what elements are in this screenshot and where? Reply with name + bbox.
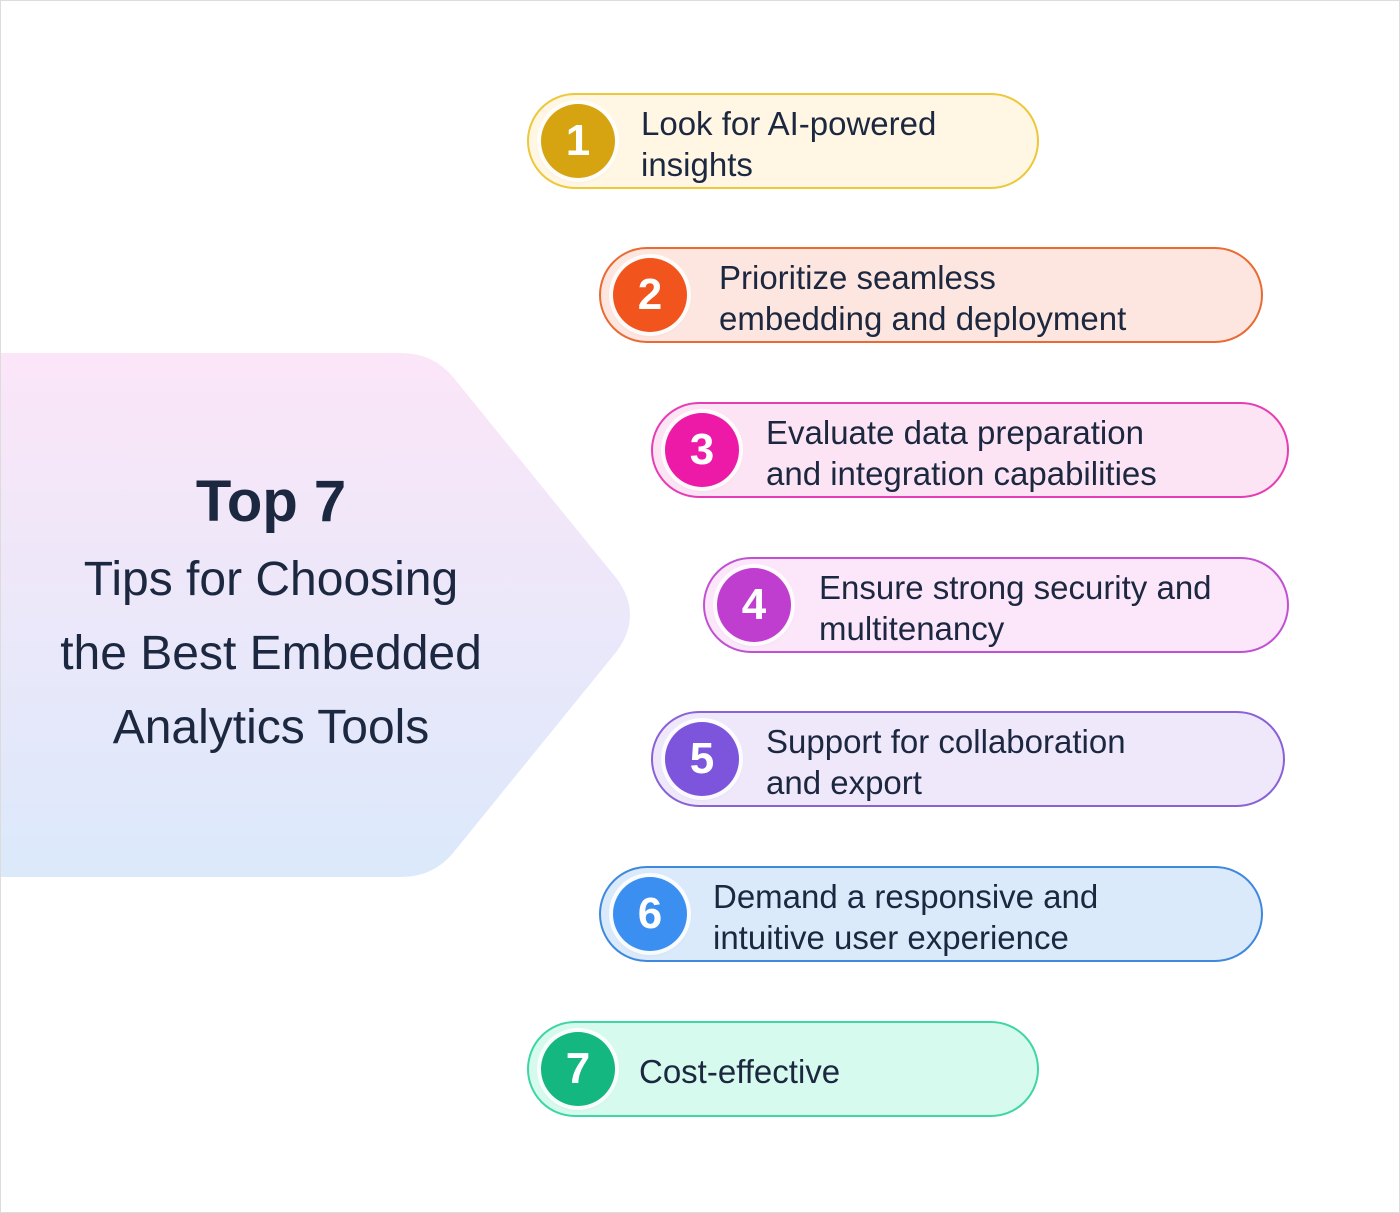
tip-text-5: Support for collaboration and export xyxy=(766,721,1126,803)
tip-text-2: Prioritize seamless embedding and deploy… xyxy=(719,257,1126,339)
tip-item-5: 5 Support for collaboration and export xyxy=(651,711,1285,807)
title-hexagon xyxy=(1,353,641,877)
tip-item-7: 7 Cost-effective xyxy=(527,1021,1039,1117)
tip-item-6: 6 Demand a responsive and intuitive user… xyxy=(599,866,1263,962)
number-badge-2: 2 xyxy=(613,258,687,332)
hexagon-fill xyxy=(1,353,630,877)
number-badge-3: 3 xyxy=(665,413,739,487)
subtitle-line-1: Tips for Choosing xyxy=(83,553,459,606)
number-badge-5: 5 xyxy=(665,722,739,796)
tip-text-4: Ensure strong security and multitenancy xyxy=(819,567,1212,649)
title-block: Top 7 Tips for Choosing the Best Embedde… xyxy=(1,353,541,877)
subtitle-line-2: the Best Embedded xyxy=(60,627,482,680)
tip-1-line-2: insights xyxy=(641,146,753,183)
hexagon-shape xyxy=(1,353,630,877)
tip-4-line-1: Ensure strong security and xyxy=(819,569,1212,606)
tip-text-6: Demand a responsive and intuitive user e… xyxy=(713,876,1098,958)
number-badge-1: 1 xyxy=(541,104,615,178)
tip-text-3: Evaluate data preparation and integratio… xyxy=(766,412,1157,494)
tip-5-line-1: Support for collaboration xyxy=(766,723,1126,760)
tip-5-line-2: and export xyxy=(766,764,922,801)
number-badge-4: 4 xyxy=(717,568,791,642)
page-title: Top 7 xyxy=(195,469,347,534)
tip-item-2: 2 Prioritize seamless embedding and depl… xyxy=(599,247,1263,343)
subtitle-line-3: Analytics Tools xyxy=(112,701,430,754)
tip-item-1: 1 Look for AI-powered insights xyxy=(527,93,1039,189)
tip-6-line-1: Demand a responsive and xyxy=(713,878,1099,915)
tip-item-4: 4 Ensure strong security and multitenanc… xyxy=(703,557,1289,653)
tip-item-3: 3 Evaluate data preparation and integrat… xyxy=(651,402,1289,498)
tip-1-line-1: Look for AI-powered xyxy=(641,105,937,142)
tip-2-line-1: Prioritize seamless xyxy=(719,259,996,296)
tip-4-line-2: multitenancy xyxy=(819,610,1005,647)
number-badge-7: 7 xyxy=(541,1032,615,1106)
tip-3-line-1: Evaluate data preparation xyxy=(766,414,1144,451)
tip-6-line-2: intuitive user experience xyxy=(713,919,1069,956)
tip-7-line-1: Cost-effective xyxy=(639,1053,841,1090)
number-badge-6: 6 xyxy=(613,877,687,951)
tip-3-line-2: and integration capabilities xyxy=(766,455,1157,492)
tip-text-7: Cost-effective xyxy=(639,1051,840,1092)
tip-text-1: Look for AI-powered insights xyxy=(641,103,936,185)
tip-2-line-2: embedding and deployment xyxy=(719,300,1127,337)
